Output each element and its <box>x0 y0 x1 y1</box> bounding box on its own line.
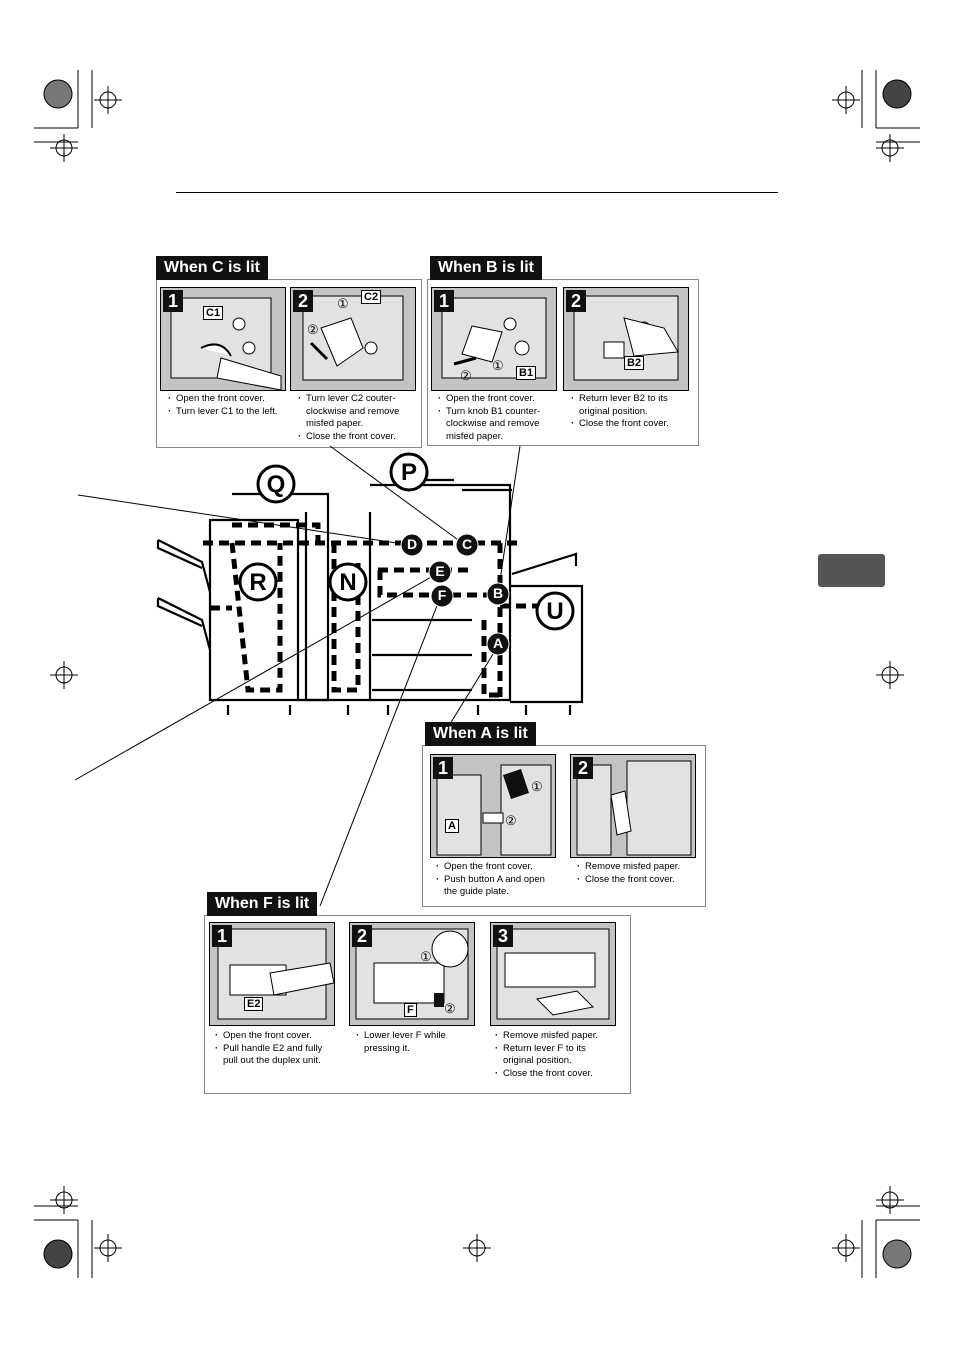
illustration-a-step1: 1 A ① ② <box>430 754 556 858</box>
callout-label: F <box>404 1003 417 1017</box>
marker-a: A <box>492 635 504 651</box>
header-rule <box>176 192 778 193</box>
instruction-item: Remove misfed paper. <box>576 861 700 874</box>
instruction-item: Open the front cover. <box>214 1030 338 1043</box>
instruction-item: Remove misfed paper. <box>494 1030 618 1043</box>
instructions-c-step2: Turn lever C2 couter-clockwise and remov… <box>297 393 417 443</box>
step-number: 1 <box>433 757 453 779</box>
unit-n: N <box>339 569 357 596</box>
step-number: 1 <box>434 290 454 312</box>
illustration-f-step1: 1 E2 <box>209 922 335 1026</box>
section-c-title: When C is lit <box>156 256 268 280</box>
marker-c: C <box>461 536 473 552</box>
instruction-item: Return lever B2 to its original position… <box>570 393 690 418</box>
step-mark-2: ② <box>444 1001 456 1016</box>
instructions-f-step2: Lower lever F while pressing it. <box>355 1030 479 1055</box>
instructions-b-step1: Open the front cover. Turn knob B1 count… <box>437 393 557 443</box>
callout-label: B2 <box>624 356 645 370</box>
unit-p: P <box>400 459 417 486</box>
instruction-item: Turn lever C1 to the left. <box>167 406 279 419</box>
instruction-item: Turn knob B1 counter-clockwise and remov… <box>437 406 557 444</box>
step-mark-1: ① <box>531 779 543 794</box>
instruction-item: Open the front cover. <box>167 393 279 406</box>
illustration-b-step2: 2 B2 <box>563 287 689 391</box>
unit-q: Q <box>266 471 286 498</box>
marker-f: F <box>437 587 447 603</box>
step-number: 2 <box>573 757 593 779</box>
instruction-item: Close the front cover. <box>576 874 700 887</box>
illustration-b-step1: 1 B1 ① ② <box>431 287 557 391</box>
callout-label: C2 <box>361 290 382 304</box>
instructions-b-step2: Return lever B2 to its original position… <box>570 393 690 431</box>
instruction-item: Return lever F to its original position. <box>494 1043 618 1068</box>
step-mark-2: ② <box>460 368 472 383</box>
step-mark-1: ① <box>492 358 504 373</box>
section-f-title: When F is lit <box>207 892 318 916</box>
step-number: 2 <box>566 290 586 312</box>
callout-label: E2 <box>244 997 264 1011</box>
step-mark-2: ② <box>505 813 517 828</box>
step-number: 1 <box>212 925 232 947</box>
marker-b: B <box>492 585 504 601</box>
step-mark-1: ① <box>337 296 349 311</box>
instruction-item: Close the front cover. <box>297 431 417 444</box>
step-mark-2: ② <box>307 322 319 337</box>
instructions-a-step2: Remove misfed paper. Close the front cov… <box>576 861 700 886</box>
instruction-item: Pull handle E2 and fully pull out the du… <box>214 1043 338 1068</box>
chapter-tab <box>818 554 885 587</box>
instructions-c-step1: Open the front cover. Turn lever C1 to t… <box>167 393 279 418</box>
instructions-f-step3: Remove misfed paper. Return lever F to i… <box>494 1030 618 1080</box>
instruction-item: Close the front cover. <box>494 1068 618 1081</box>
section-b-title: When B is lit <box>430 256 542 280</box>
instruction-item: Open the front cover. <box>437 393 557 406</box>
section-a-title: When A is lit <box>425 722 536 746</box>
machine-interior-illustration <box>431 755 555 857</box>
marker-d: D <box>406 536 418 552</box>
step-number: 1 <box>163 290 183 312</box>
illustration-a-step2: 2 <box>570 754 696 858</box>
instruction-item: Open the front cover. <box>435 861 559 874</box>
step-mark-1: ① <box>420 949 432 964</box>
illustration-f-step3: 3 <box>490 922 616 1026</box>
step-number: 3 <box>493 925 513 947</box>
callout-label: B1 <box>516 366 537 380</box>
callout-label: A <box>445 819 459 833</box>
illustration-c-step2: 2 C2 ① ② <box>290 287 416 391</box>
unit-u: U <box>546 598 564 625</box>
illustration-f-step2: 2 F ① ② <box>349 922 475 1026</box>
callout-label: C1 <box>203 306 224 320</box>
step-number: 2 <box>293 290 313 312</box>
unit-r: R <box>249 569 267 596</box>
illustration-c-step1: 1 C1 <box>160 287 286 391</box>
instructions-f-step1: Open the front cover. Pull handle E2 and… <box>214 1030 338 1068</box>
instruction-item: Lower lever F while pressing it. <box>355 1030 479 1055</box>
instruction-item: Push button A and open the guide plate. <box>435 874 559 899</box>
instruction-item: Turn lever C2 couter-clockwise and remov… <box>297 393 417 431</box>
instructions-a-step1: Open the front cover. Push button A and … <box>435 861 559 899</box>
marker-e: E <box>435 563 445 579</box>
instruction-item: Close the front cover. <box>570 418 690 431</box>
step-number: 2 <box>352 925 372 947</box>
